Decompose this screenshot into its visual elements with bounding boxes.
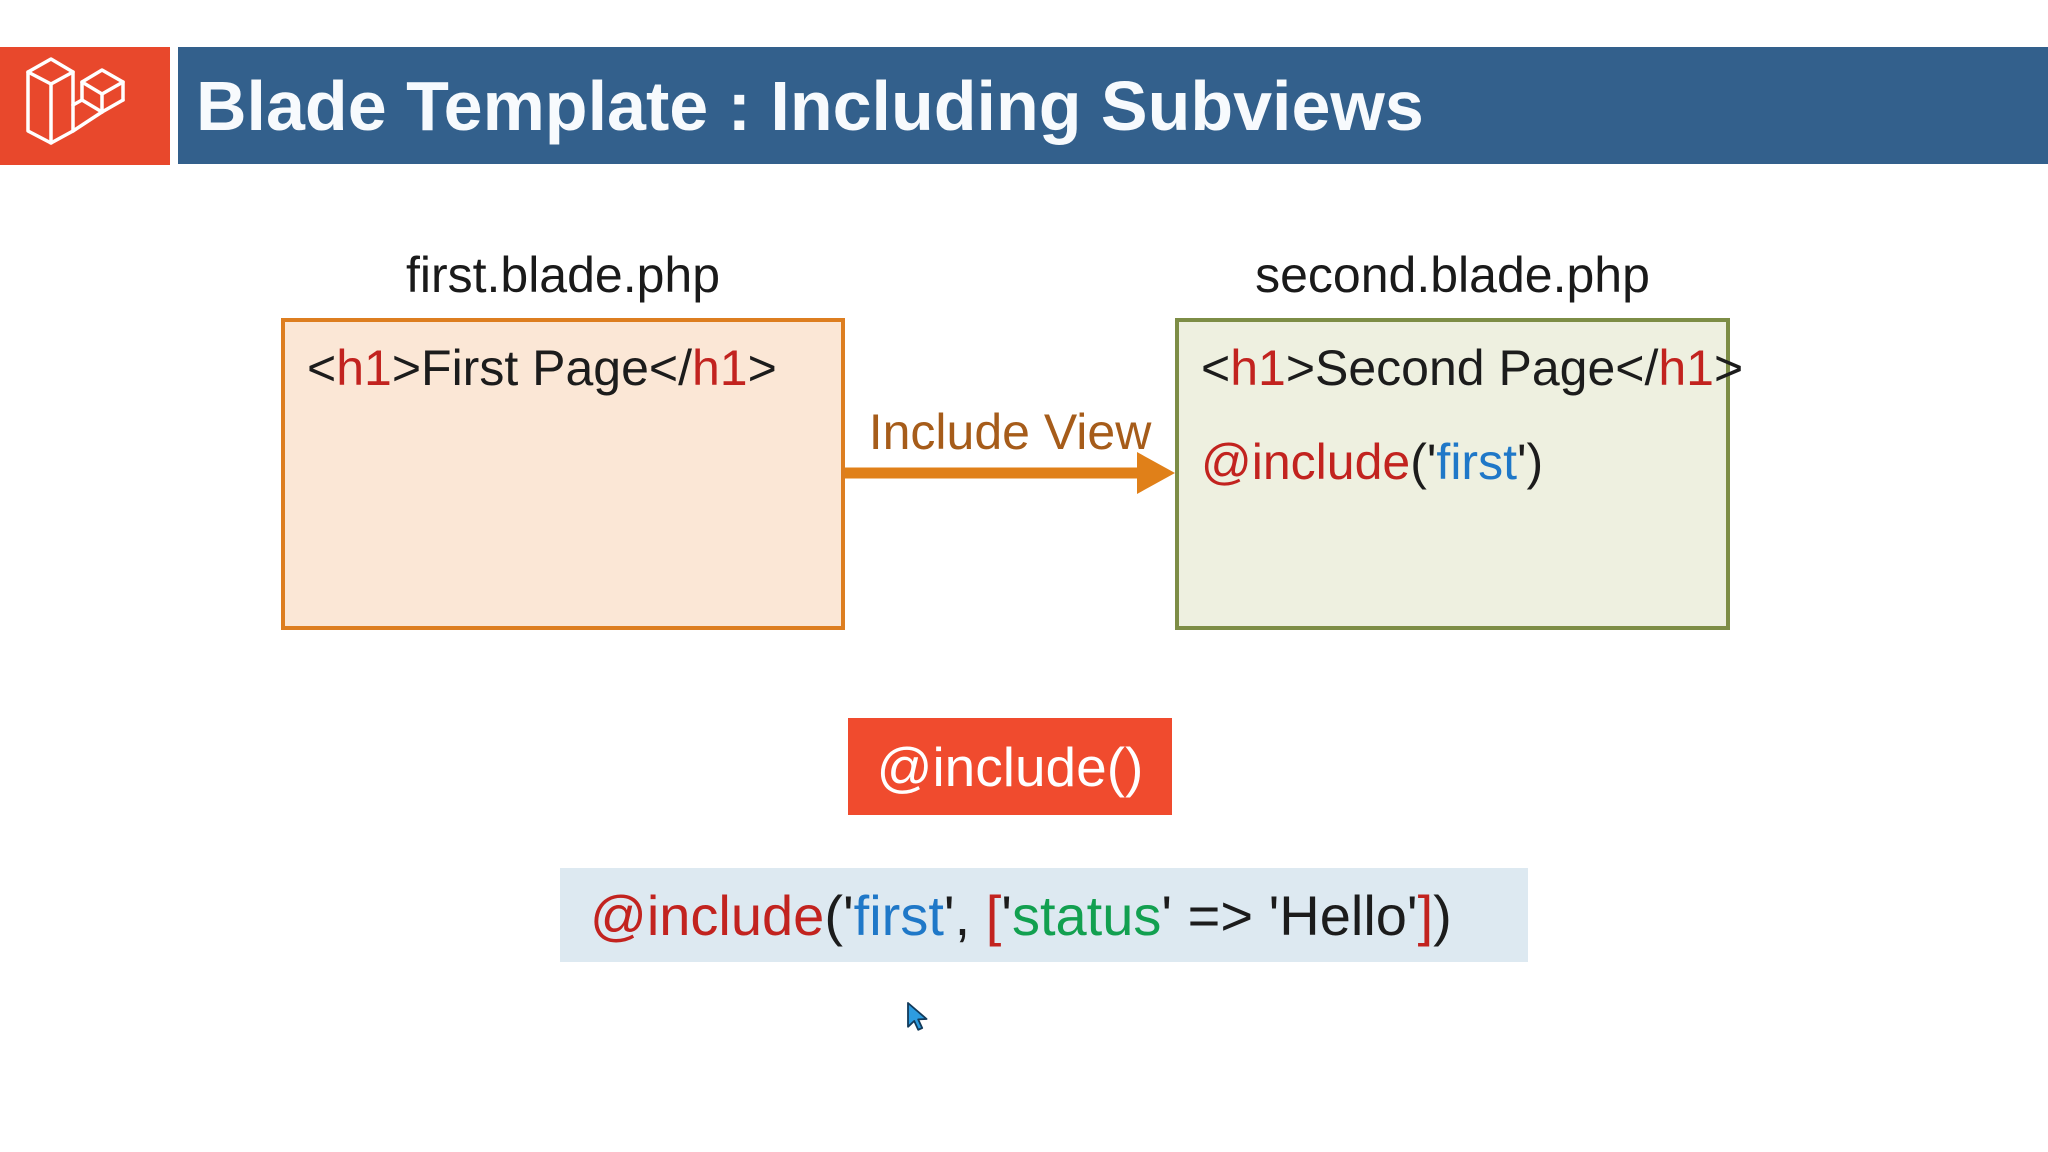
mouse-cursor-icon (907, 1002, 928, 1031)
file-label-second: second.blade.php (1255, 247, 1650, 303)
include-example-box: @include('first', ['status' => 'Hello']) (560, 868, 1528, 962)
second-box-code-line-1: <h1>Second Page</h1> (1201, 340, 1744, 396)
laravel-logo (0, 47, 170, 165)
file-label-first: first.blade.php (405, 247, 721, 303)
laravel-logo-icon (26, 57, 125, 145)
second-blade-box: <h1>Second Page</h1> @include('first') (1175, 318, 1744, 630)
header-bar: Blade Template : Including Subviews (178, 47, 2048, 164)
page-title: Blade Template : Including Subviews (196, 66, 1424, 145)
include-arrow-icon (845, 452, 1175, 494)
first-box-code-line: <h1>First Page</h1> (307, 340, 777, 396)
second-box-code-line-2: @include('first') (1201, 433, 1544, 490)
include-badge: @include() (848, 718, 1172, 815)
first-blade-box: <h1>First Page</h1> (281, 318, 845, 630)
include-view-label: Include View (868, 404, 1152, 460)
include-example-code: @include('first', ['status' => 'Hello']) (590, 883, 1452, 947)
